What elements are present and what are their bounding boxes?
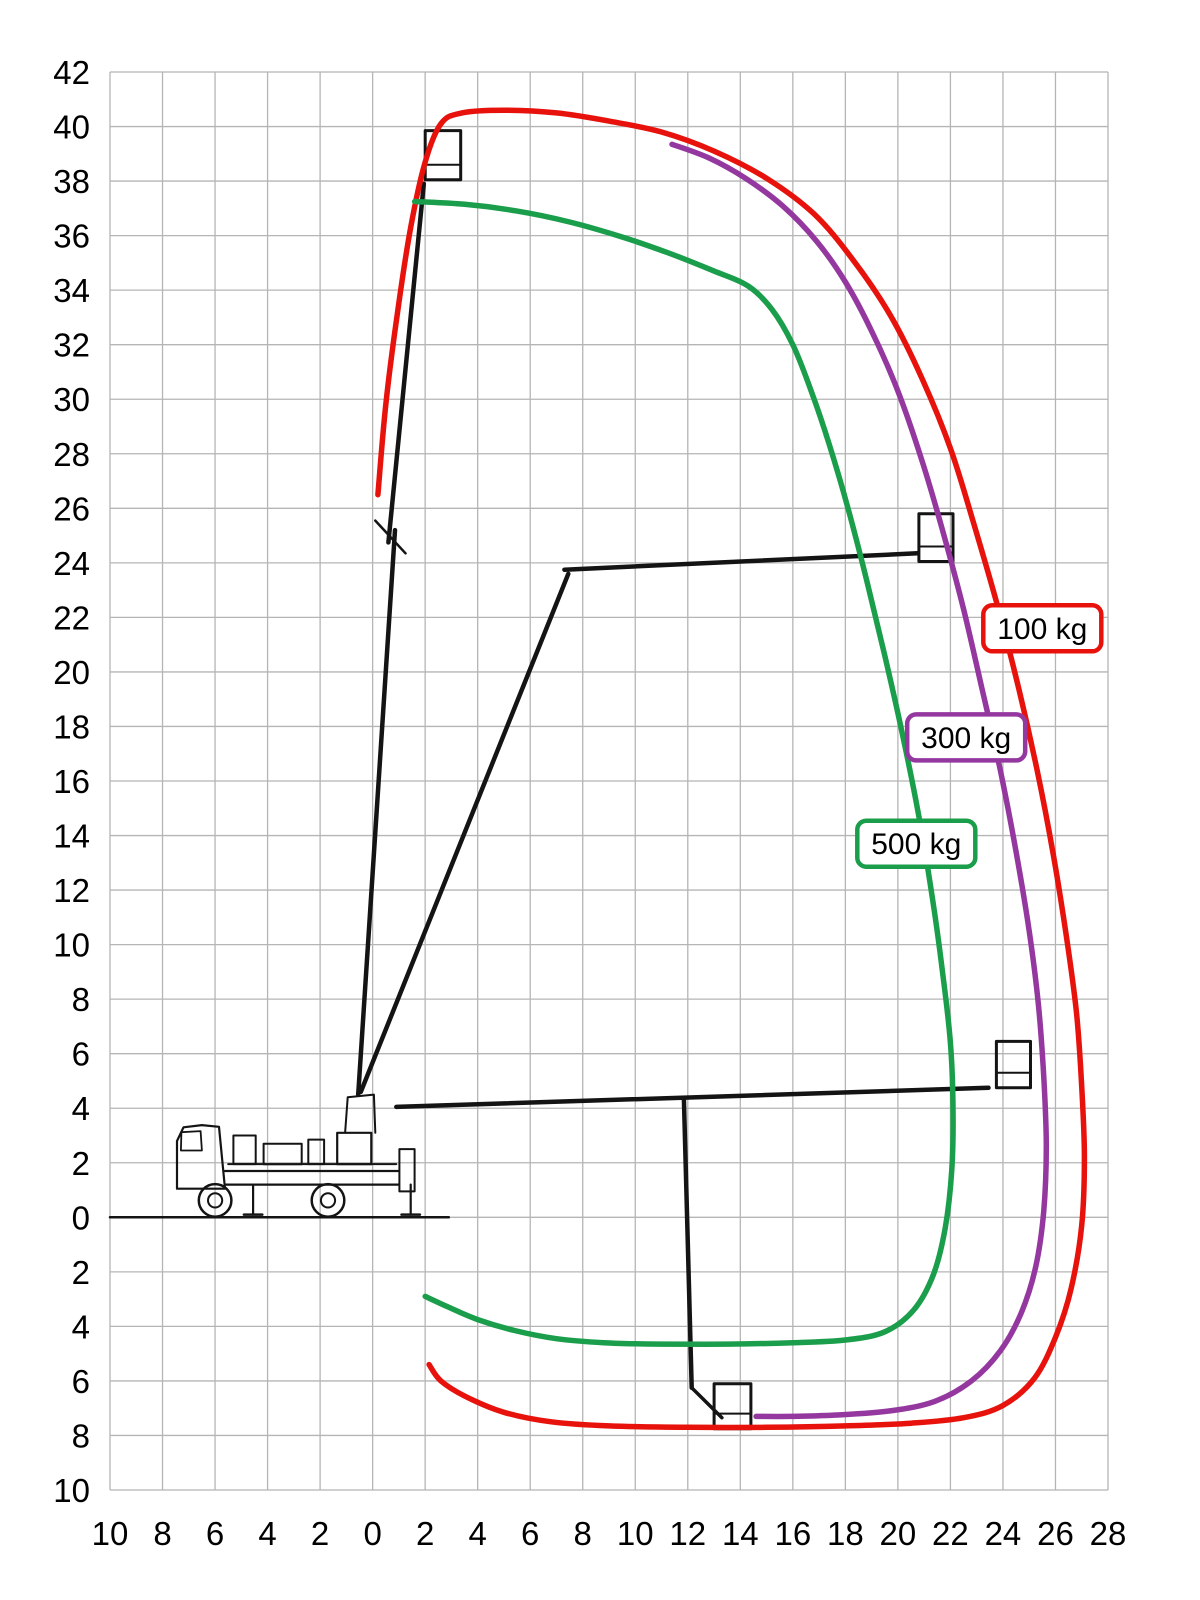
load-label-300-kg: 300 kg	[904, 712, 1028, 763]
y-tick-label: 36	[53, 218, 90, 255]
y-tick-label: 6	[72, 1363, 90, 1400]
load-label-text: 500 kg	[871, 828, 961, 861]
curve-100-kg	[375, 107, 1088, 1431]
machine-basket	[336, 1131, 373, 1166]
machine-boom-segment	[394, 1085, 991, 1110]
machine-boom-segment	[681, 1096, 694, 1390]
x-tick-label: 10	[617, 1515, 654, 1552]
y-axis-labels: 4240383634323028262422201816141210864202…	[53, 54, 90, 1509]
machine-boom-segment	[386, 181, 427, 545]
truck-wheel	[310, 1182, 346, 1218]
curve-300-kg	[669, 141, 1050, 1420]
x-tick-label: 24	[985, 1515, 1022, 1552]
y-tick-label: 26	[53, 490, 90, 527]
machine-boom-segment	[374, 519, 407, 555]
machine-basket	[307, 1138, 326, 1166]
y-tick-label: 6	[72, 1036, 90, 1073]
x-tick-label: 16	[774, 1515, 811, 1552]
load-label-box	[904, 712, 1028, 763]
y-tick-label: 22	[53, 599, 90, 636]
load-label-box	[855, 818, 978, 869]
y-tick-label: 8	[72, 981, 90, 1018]
x-tick-label: 8	[574, 1515, 592, 1552]
machine-boom-segment	[355, 527, 398, 1097]
grid	[109, 71, 1109, 1491]
curve-500-kg	[411, 198, 956, 1347]
y-tick-label: 28	[53, 436, 90, 473]
machine-basket	[262, 1142, 303, 1166]
y-tick-label: 2	[72, 1145, 90, 1182]
y-tick-label: 38	[53, 163, 90, 200]
y-tick-label: 32	[53, 327, 90, 364]
truck-wheel	[197, 1182, 233, 1218]
truck-wheel	[319, 1192, 337, 1209]
y-tick-label: 12	[53, 872, 90, 909]
load-label-text: 100 kg	[997, 613, 1087, 646]
truck-wheel	[207, 1192, 224, 1209]
machine-basket	[712, 1382, 753, 1431]
x-tick-label: 14	[722, 1515, 759, 1552]
y-tick-label: 40	[53, 109, 90, 146]
x-tick-label: 18	[827, 1515, 864, 1552]
y-tick-label: 10	[53, 1472, 90, 1509]
machine-boom-segment	[358, 571, 571, 1095]
y-tick-label: 0	[72, 1199, 90, 1236]
y-tick-label: 2	[72, 1254, 90, 1291]
x-tick-label: 4	[469, 1515, 487, 1552]
y-tick-label: 42	[53, 54, 90, 91]
load-label-100-kg: 100 kg	[981, 603, 1104, 654]
machine-basket	[232, 1134, 257, 1166]
y-tick-label: 20	[53, 654, 90, 691]
x-tick-label: 26	[1037, 1515, 1074, 1552]
machine-art	[108, 129, 1033, 1431]
x-tick-label: 2	[311, 1515, 329, 1552]
x-tick-label: 6	[521, 1515, 539, 1552]
y-tick-label: 24	[53, 545, 90, 582]
machine-basket	[994, 1039, 1033, 1090]
y-tick-label: 34	[53, 272, 90, 309]
x-tick-label: 0	[363, 1515, 381, 1552]
machine-basket	[398, 1148, 416, 1193]
y-tick-label: 14	[53, 818, 90, 855]
x-tick-label: 20	[880, 1515, 917, 1552]
y-tick-label: 4	[72, 1308, 90, 1345]
load-label-500-kg: 500 kg	[855, 818, 978, 869]
x-tick-label: 22	[932, 1515, 969, 1552]
y-tick-label: 30	[53, 381, 90, 418]
x-tick-label: 12	[669, 1515, 706, 1552]
machine-boom-segment	[344, 1093, 377, 1134]
machine-boom-segment	[179, 1130, 203, 1152]
y-tick-label: 4	[72, 1090, 90, 1127]
load-label-box	[981, 603, 1104, 654]
x-tick-label: 4	[258, 1515, 276, 1552]
x-tick-label: 10	[92, 1515, 129, 1552]
load-label-text: 300 kg	[921, 722, 1011, 755]
x-tick-label: 6	[206, 1515, 224, 1552]
y-tick-label: 18	[53, 708, 90, 745]
x-tick-label: 2	[416, 1515, 434, 1552]
y-tick-label: 8	[72, 1417, 90, 1454]
x-tick-label: 8	[153, 1515, 171, 1552]
x-tick-label: 28	[1090, 1515, 1127, 1552]
y-tick-label: 16	[53, 763, 90, 800]
y-tick-label: 10	[53, 927, 90, 964]
